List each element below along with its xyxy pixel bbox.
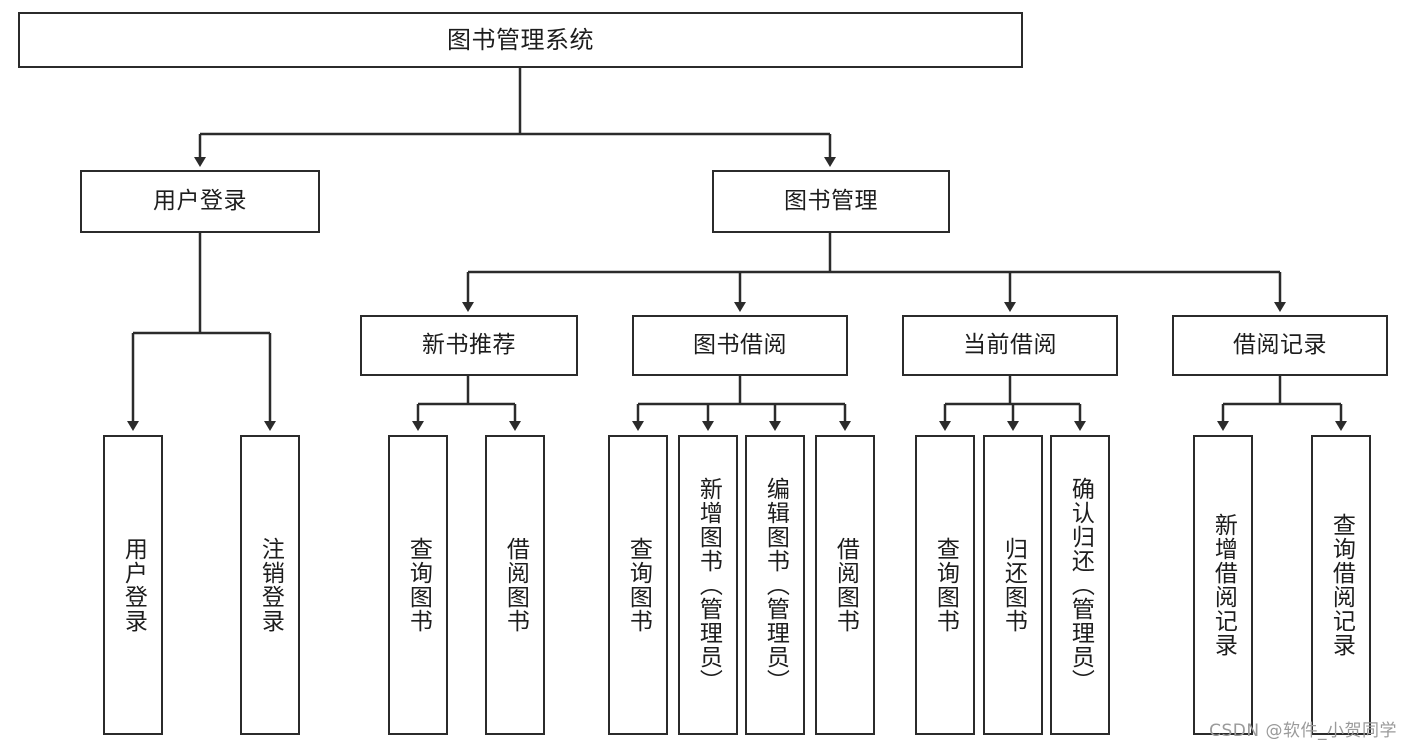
node-new-book-recommend[interactable]: 新书推荐 (360, 315, 578, 376)
leaf-current-borrow-return-book[interactable]: 归还图书 (983, 435, 1043, 735)
node-borrow-record[interactable]: 借阅记录 (1172, 315, 1388, 376)
leaf-new-book-borrow-book[interactable]: 借阅图书 (485, 435, 545, 735)
node-label: 查询图书 (405, 537, 432, 633)
leaf-borrow-record-query-record[interactable]: 查询借阅记录 (1311, 435, 1371, 735)
node-book-management[interactable]: 图书管理 (712, 170, 950, 233)
leaf-book-borrow-borrow-book[interactable]: 借阅图书 (815, 435, 875, 735)
node-label: 图书管理系统 (447, 26, 594, 54)
node-current-borrow[interactable]: 当前借阅 (902, 315, 1118, 376)
node-label: 借阅图书 (502, 537, 529, 633)
leaf-current-borrow-query-book[interactable]: 查询图书 (915, 435, 975, 735)
node-label: 新增图书（管理员） (695, 477, 722, 693)
node-label: 查询借阅记录 (1328, 513, 1355, 657)
leaf-new-book-query-book[interactable]: 查询图书 (388, 435, 448, 735)
node-user-login[interactable]: 用户登录 (80, 170, 320, 233)
node-label: 注销登录 (257, 537, 284, 633)
node-label: 图书借阅 (693, 332, 787, 358)
node-label: 当前借阅 (963, 332, 1057, 358)
node-label: 查询图书 (932, 537, 959, 633)
node-label: 用户登录 (153, 188, 247, 214)
leaf-current-borrow-confirm-return-admin[interactable]: 确认归还（管理员） (1050, 435, 1110, 735)
node-label: 新增借阅记录 (1210, 513, 1237, 657)
leaf-user-login-login[interactable]: 用户登录 (103, 435, 163, 735)
node-label: 查询图书 (625, 537, 652, 633)
leaf-book-borrow-edit-book-admin[interactable]: 编辑图书（管理员） (745, 435, 805, 735)
node-book-borrow[interactable]: 图书借阅 (632, 315, 848, 376)
leaf-book-borrow-add-book-admin[interactable]: 新增图书（管理员） (678, 435, 738, 735)
node-root-book-management-system[interactable]: 图书管理系统 (18, 12, 1023, 68)
node-label: 图书管理 (784, 188, 878, 214)
node-label: 用户登录 (120, 537, 147, 633)
node-label: 借阅图书 (832, 537, 859, 633)
node-label: 新书推荐 (422, 332, 516, 358)
node-label: 借阅记录 (1233, 332, 1327, 358)
node-label: 归还图书 (1000, 537, 1027, 633)
node-label: 编辑图书（管理员） (762, 477, 789, 693)
node-label: 确认归还（管理员） (1067, 477, 1094, 693)
leaf-book-borrow-query-book[interactable]: 查询图书 (608, 435, 668, 735)
watermark-text: CSDN @软件_小贺同学 (1209, 721, 1397, 741)
leaf-user-login-logout[interactable]: 注销登录 (240, 435, 300, 735)
leaf-borrow-record-add-record[interactable]: 新增借阅记录 (1193, 435, 1253, 735)
